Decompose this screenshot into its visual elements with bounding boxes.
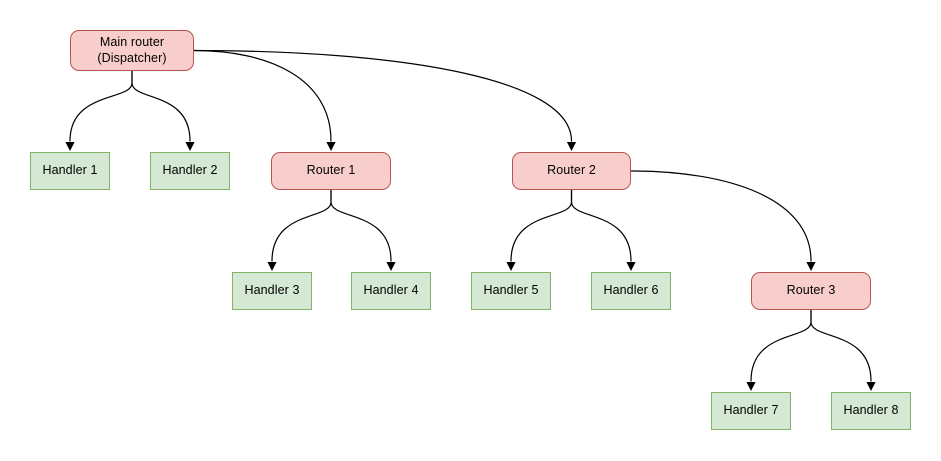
edge-router1-to-handler-4-arrowhead [386, 262, 396, 271]
edge-router1-to-handler-3 [271, 189, 332, 262]
node-label: Handler 8 [843, 403, 899, 418]
edge-router3-to-handler-7-arrowhead [746, 382, 756, 391]
node-main-router[interactable]: Main router (Dispatcher) [70, 30, 194, 71]
node-handler-4[interactable]: Handler 4 [351, 272, 431, 310]
node-label: Handler 7 [723, 403, 779, 418]
edge-router2-to-router-3 [630, 170, 812, 262]
edge-main-to-router-1 [193, 49, 332, 142]
edge-router2-to-handler-5-arrowhead [506, 262, 516, 271]
edge-router2-to-handler-6-arrowhead [626, 262, 636, 271]
node-label: Handler 1 [42, 163, 98, 178]
node-label: Router 3 [786, 283, 836, 298]
node-label: Handler 2 [162, 163, 218, 178]
node-router-1[interactable]: Router 1 [271, 152, 391, 190]
node-label: Handler 4 [363, 283, 419, 298]
node-handler-7[interactable]: Handler 7 [711, 392, 791, 430]
node-handler-5[interactable]: Handler 5 [471, 272, 551, 310]
node-handler-3[interactable]: Handler 3 [232, 272, 312, 310]
node-router-2[interactable]: Router 2 [512, 152, 631, 190]
node-handler-8[interactable]: Handler 8 [831, 392, 911, 430]
node-label: Main router (Dispatcher) [97, 34, 167, 65]
node-label: Handler 3 [244, 283, 300, 298]
node-handler-2[interactable]: Handler 2 [150, 152, 230, 190]
edge-main-to-router-2 [193, 49, 573, 142]
edge-router2-to-handler-5 [510, 189, 573, 262]
edge-main-to-handler-2-arrowhead [185, 142, 195, 151]
edge-main-to-router-1-arrowhead [326, 142, 336, 151]
edge-main-to-handler-1-arrowhead [65, 142, 75, 151]
node-handler-6[interactable]: Handler 6 [591, 272, 671, 310]
node-handler-1[interactable]: Handler 1 [30, 152, 110, 190]
edge-router2-to-handler-6 [570, 189, 632, 262]
edge-main-to-router-2-arrowhead [566, 142, 577, 151]
edge-router1-to-handler-3-arrowhead [267, 262, 277, 271]
node-label: Handler 6 [603, 283, 659, 298]
edge-router2-to-router-3-arrowhead [806, 262, 816, 271]
edge-main-to-handler-1 [69, 70, 133, 142]
edge-main-to-handler-2 [131, 70, 191, 142]
node-router-3[interactable]: Router 3 [751, 272, 871, 310]
edge-router3-to-handler-7 [750, 309, 812, 382]
node-label: Router 2 [547, 163, 596, 178]
node-label: Router 1 [306, 163, 356, 178]
node-label: Handler 5 [483, 283, 539, 298]
edge-router3-to-handler-8-arrowhead [866, 382, 876, 391]
edge-router1-to-handler-4 [330, 189, 392, 262]
edge-router3-to-handler-8 [810, 309, 872, 382]
